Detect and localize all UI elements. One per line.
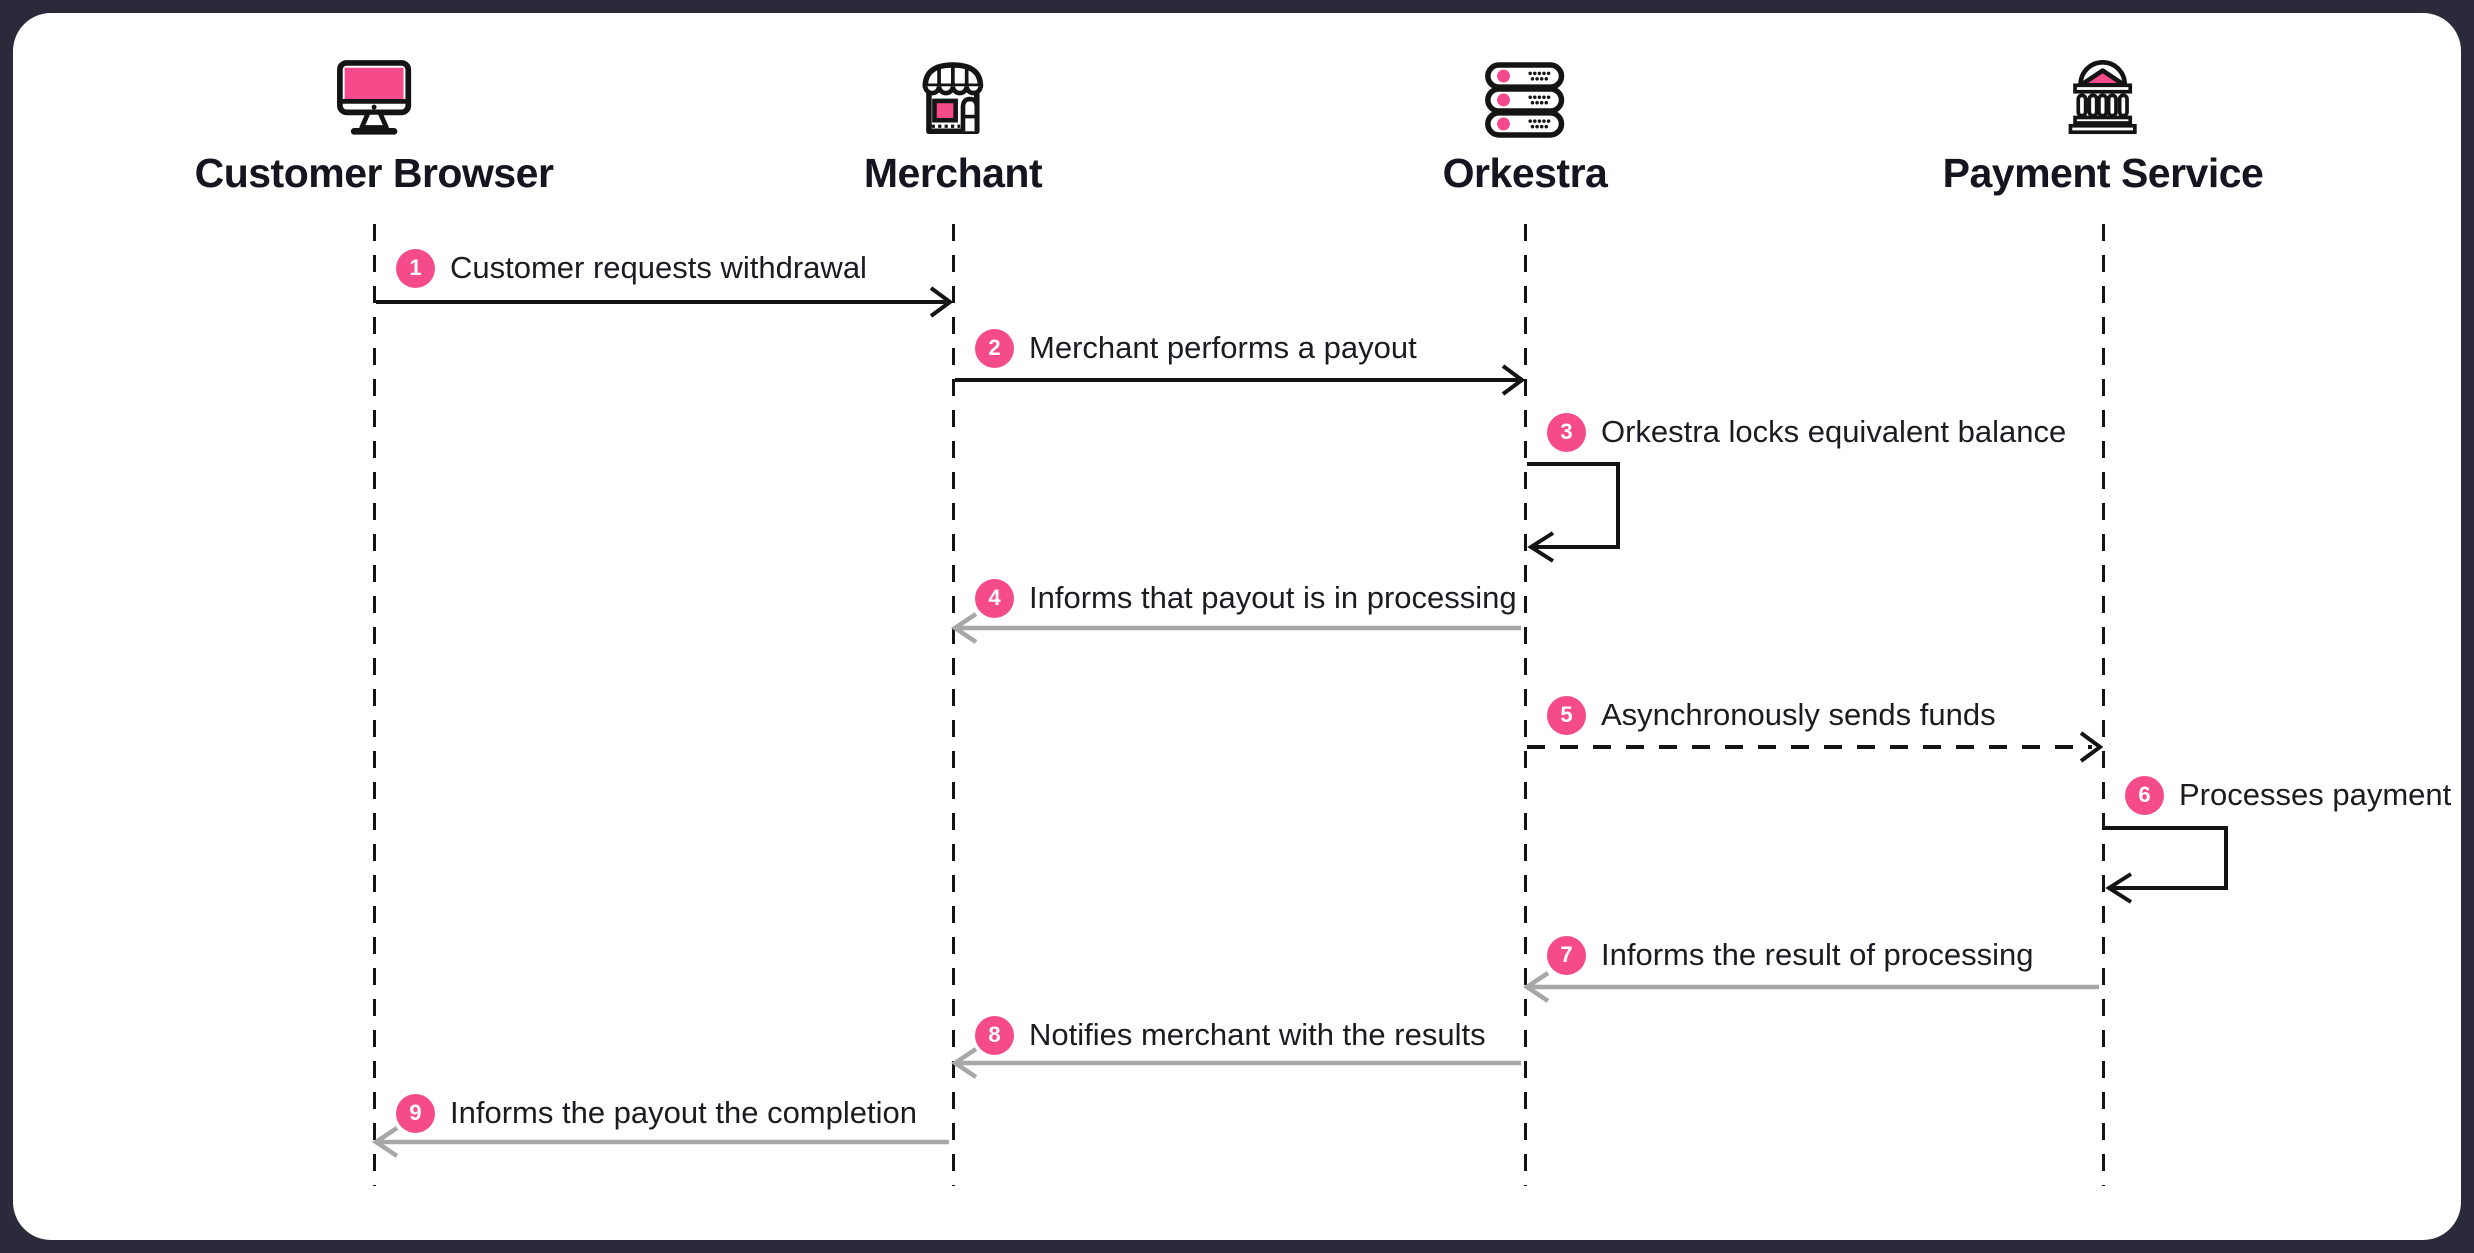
lifeline-customer-browser [372, 224, 376, 1186]
message-6-arrowhead [2105, 872, 2133, 904]
message-7-text: Informs the result of processing [1601, 937, 2034, 972]
lifeline-orkestra [1523, 224, 1527, 1186]
message-6-badge: 6 [2125, 775, 2164, 815]
lifeline-merchant [951, 224, 955, 1186]
message-4-arrowhead [950, 612, 978, 644]
message-4-badge: 4 [975, 578, 1014, 618]
message-8-text: Notifies merchant with the results [1029, 1017, 1486, 1052]
message-8-arrowhead [950, 1047, 978, 1079]
message-5-text: Asynchronously sends funds [1601, 697, 1996, 732]
message-6-self-loop [2105, 826, 2228, 890]
message-3-arrowhead [1527, 531, 1555, 563]
message-1-text: Customer requests withdrawal [450, 250, 867, 285]
message-6-text: Processes payment [2179, 777, 2452, 812]
actor-customer-browser: Customer Browser [195, 56, 554, 197]
server-stack-icon [1485, 62, 1565, 138]
message-1-label: 1 Customer requests withdrawal [396, 247, 867, 289]
message-5-label: 5 Asynchronously sends funds [1547, 694, 1996, 736]
message-7-label: 7 Informs the result of processing [1547, 934, 2033, 976]
message-3-text: Orkestra locks equivalent balance [1601, 414, 2067, 449]
message-4-label: 4 Informs that payout is in processing [975, 577, 1517, 619]
message-6-label: 6 Processes payment [2125, 774, 2451, 816]
message-2-text: Merchant performs a payout [1029, 330, 1417, 365]
message-9-badge: 9 [396, 1093, 435, 1133]
message-9-text: Informs the payout the completion [450, 1095, 917, 1130]
message-2-badge: 2 [975, 328, 1014, 368]
message-3-badge: 3 [1547, 412, 1586, 452]
actor-name: Customer Browser [194, 150, 554, 196]
actor-name: Payment Service [1942, 150, 2264, 196]
actor-name: Merchant [863, 150, 1043, 196]
message-9-label: 9 Informs the payout the completion [396, 1092, 917, 1134]
storefront-icon [922, 62, 984, 135]
actor-merchant: Merchant [863, 56, 1043, 197]
actor-name: Orkestra [1442, 150, 1608, 196]
message-3-self-loop [1527, 462, 1620, 549]
message-2-label: 2 Merchant performs a payout [975, 327, 1417, 369]
actor-orkestra: Orkestra [1443, 56, 1608, 197]
message-7-badge: 7 [1547, 935, 1586, 975]
bank-icon [2068, 59, 2138, 135]
message-7-arrowhead [1522, 971, 1550, 1003]
message-5-badge: 5 [1547, 695, 1586, 735]
actor-payment-service: Payment Service [1943, 56, 2264, 197]
message-4-text: Informs that payout is in processing [1029, 580, 1517, 615]
lifeline-payment-service [2101, 224, 2105, 1186]
message-3-label: 3 Orkestra locks equivalent balance [1547, 411, 2066, 453]
monitor-icon [336, 60, 412, 135]
message-2-arrowhead [1501, 364, 1526, 396]
message-8-label: 8 Notifies merchant with the results [975, 1014, 1486, 1056]
message-8-badge: 8 [975, 1015, 1014, 1055]
message-5-arrowhead [2079, 731, 2104, 763]
message-1-arrowhead [929, 286, 954, 318]
message-9-arrowhead [371, 1126, 399, 1158]
message-1-badge: 1 [396, 248, 435, 288]
